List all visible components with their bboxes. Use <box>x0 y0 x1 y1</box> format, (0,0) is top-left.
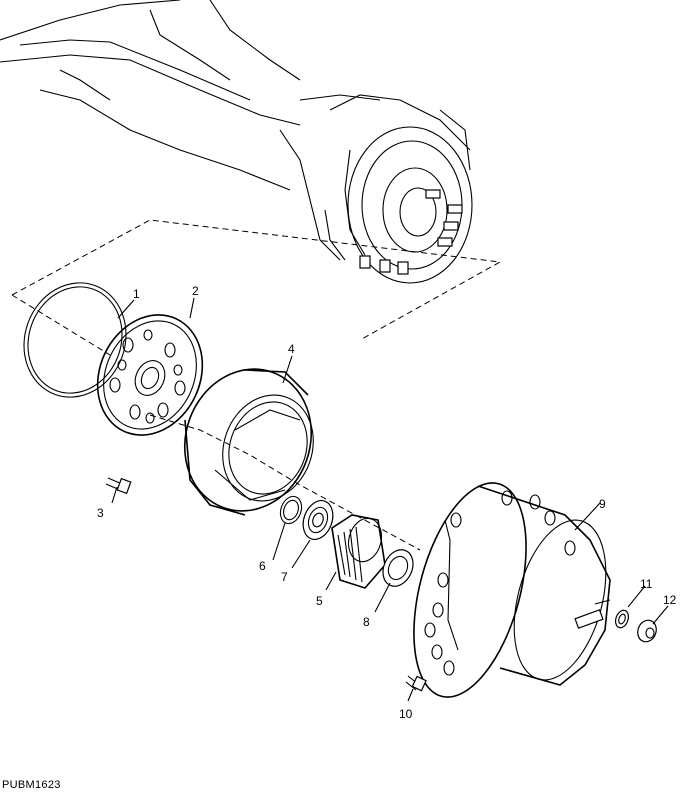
callout-5: 5 <box>316 594 323 608</box>
alignment-guide-lines <box>11 219 502 551</box>
callout-numbers: 1 2 3 4 5 6 7 8 9 10 11 12 <box>97 284 677 721</box>
callout-6: 6 <box>259 559 266 573</box>
callout-7: 7 <box>281 570 288 584</box>
part-8-bearing <box>382 549 414 587</box>
part-6-snap-ring <box>279 495 303 525</box>
document-code-label: PUBM1623 <box>2 779 61 791</box>
part-9-hub-housing <box>413 482 611 698</box>
part-1-o-ring <box>23 282 127 398</box>
axle-housing-drawing <box>0 0 473 284</box>
part-7-bearing <box>302 500 334 540</box>
callout-9: 9 <box>599 497 606 511</box>
part-12-plug <box>637 619 657 643</box>
callout-1: 1 <box>133 287 140 301</box>
callout-3: 3 <box>97 506 104 520</box>
part-2-ring-gear-plate <box>96 314 204 436</box>
callout-12: 12 <box>663 593 677 607</box>
part-4-ring-gear <box>183 368 314 516</box>
callout-4: 4 <box>288 342 295 356</box>
part-11-washer <box>614 609 630 629</box>
callout-10: 10 <box>399 707 413 721</box>
callout-2: 2 <box>192 284 199 298</box>
callout-8: 8 <box>363 615 370 629</box>
callout-leader-lines <box>111 297 669 702</box>
part-10-bolt <box>405 675 427 692</box>
callout-11: 11 <box>640 577 653 591</box>
part-3-bolt <box>105 477 132 495</box>
part-5-gear <box>331 514 386 589</box>
